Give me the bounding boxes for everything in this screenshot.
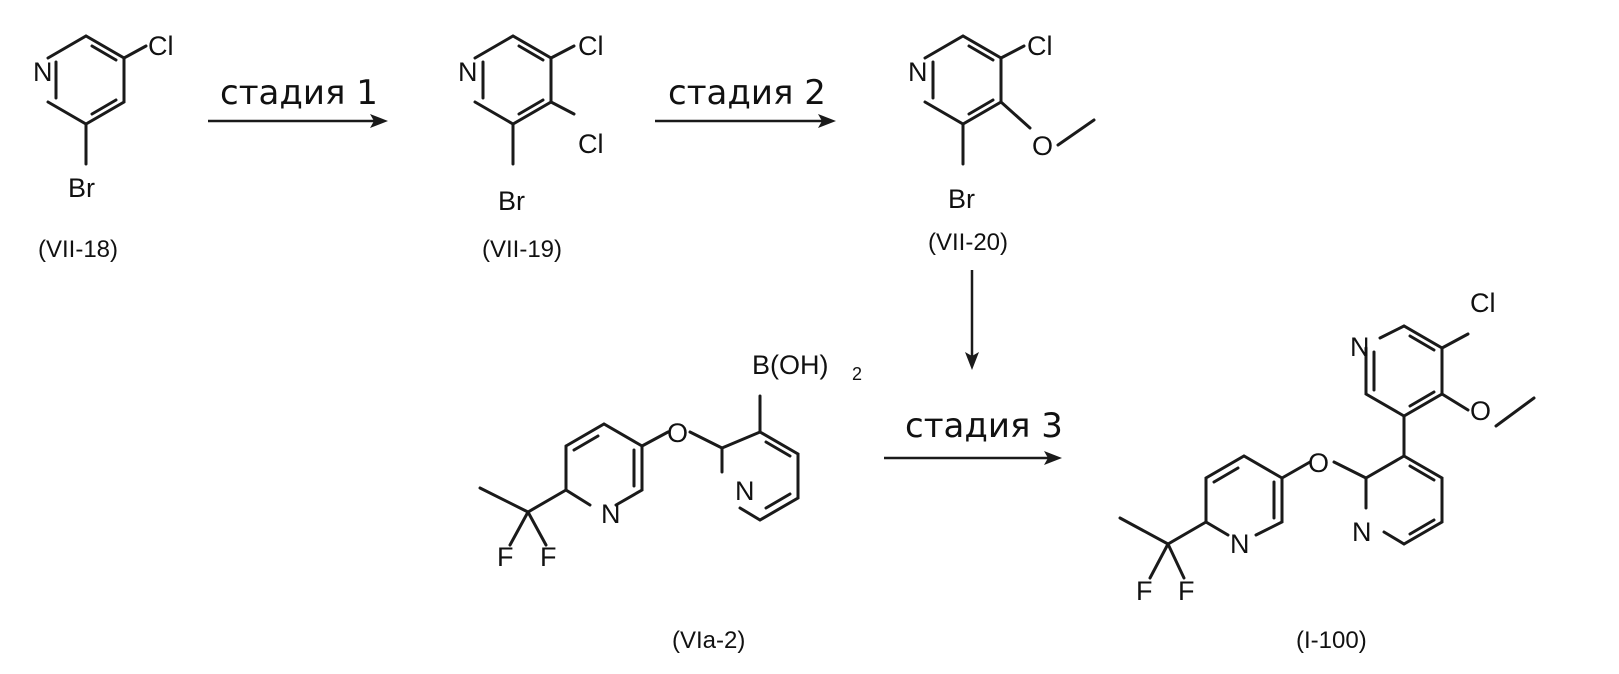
oxygen-label: O: [1470, 396, 1491, 426]
top-substituents: [1404, 334, 1534, 456]
bromine-label: Br: [68, 173, 95, 203]
bromine-label: Br: [948, 184, 975, 214]
compound-via-2: N N O F F B(OH) 2 (VIa-2): [480, 350, 862, 654]
ring-inner-bonds: [933, 46, 993, 114]
down-arrow: [965, 270, 979, 370]
difluoroethyl-bonds: [480, 488, 566, 545]
compound-label-vii-20: (VII-20): [928, 229, 1008, 256]
nitrogen-label: N: [33, 57, 53, 87]
step-2-label: стадия 2: [668, 73, 826, 113]
nitrogen-label: N: [1352, 517, 1372, 547]
lower-ring-bonds: [1366, 456, 1442, 544]
compound-vii-18: N Cl Br (VII-18): [33, 31, 174, 263]
step-1-arrow: стадия 1: [208, 73, 388, 128]
nitrogen-label: N: [735, 476, 755, 506]
step-3-label: стадия 3: [905, 406, 1063, 446]
left-ring-bonds: [566, 424, 642, 505]
left-ring-inner-bonds: [574, 436, 634, 486]
chlorine-label: Cl: [578, 129, 604, 159]
right-ring-inner-bonds: [766, 442, 790, 508]
compound-label-vii-19: (VII-19): [482, 236, 562, 263]
compound-vii-19: N Cl Cl Br (VII-19): [458, 31, 604, 263]
chlorine-label: Cl: [1027, 31, 1053, 61]
chlorine-label: Cl: [578, 31, 604, 61]
nitrogen-label: N: [908, 57, 928, 87]
ring-bonds: [48, 36, 124, 124]
ring-inner-bonds: [56, 46, 116, 114]
difluoroethyl-bonds: [1120, 518, 1206, 578]
nitrogen-label: N: [458, 57, 478, 87]
ring-bonds: [925, 36, 1001, 124]
chlorine-label: Cl: [148, 31, 174, 61]
nitrogen-label: N: [1230, 529, 1250, 559]
compound-vii-20: N Cl O Br (VII-20): [908, 31, 1094, 256]
top-ring-inner-bonds: [1374, 336, 1434, 406]
compound-label-via-2: (VIa-2): [672, 627, 745, 654]
left-ring-inner-bonds: [1214, 468, 1274, 518]
nitrogen-label: N: [1350, 332, 1370, 362]
fluorine-label: F: [1136, 576, 1153, 606]
chlorine-label: Cl: [1470, 288, 1496, 318]
ring-inner-bonds: [483, 46, 543, 114]
oxygen-label: O: [1032, 131, 1053, 161]
compound-i-100: N Cl O O N N F F (I-100): [1120, 288, 1534, 654]
oxygen-label: O: [667, 418, 688, 448]
step-1-label: стадия 1: [220, 73, 378, 113]
compound-label-vii-18: (VII-18): [38, 236, 118, 263]
right-ring-bonds: [722, 432, 798, 520]
fluorine-label: F: [540, 542, 557, 572]
fluorine-label: F: [1178, 576, 1195, 606]
ring-bonds: [475, 36, 551, 124]
fluorine-label: F: [497, 542, 514, 572]
lower-ring-inner-bonds: [1410, 466, 1434, 534]
top-ring-bonds: [1366, 326, 1442, 416]
boronic-acid-subscript: 2: [852, 364, 862, 384]
left-ring-bonds: [1206, 456, 1282, 535]
oxygen-label: O: [1308, 448, 1329, 478]
step-2-arrow: стадия 2: [655, 73, 836, 128]
bromine-label: Br: [498, 186, 525, 216]
boronic-acid-label: B(OH): [752, 350, 829, 380]
step-3-arrow: стадия 3: [884, 406, 1063, 465]
compound-label-i-100: (I-100): [1296, 627, 1367, 654]
nitrogen-label: N: [601, 499, 621, 529]
